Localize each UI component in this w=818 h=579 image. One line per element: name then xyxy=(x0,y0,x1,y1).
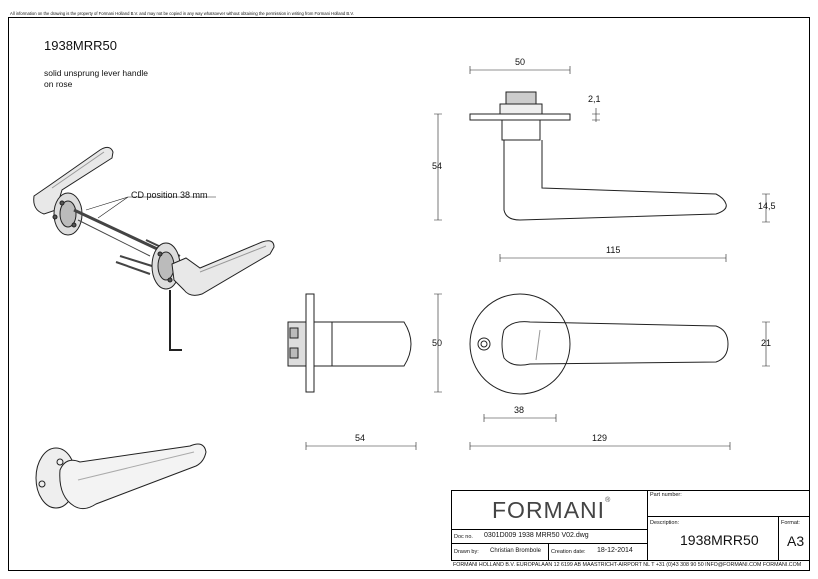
dim-height: 54 xyxy=(432,161,443,171)
dim-side-diameter: 50 xyxy=(432,338,443,348)
dim-rose-thickness: 2,1 xyxy=(588,94,601,104)
part-number-label: Part number: xyxy=(650,492,682,498)
dim-lever-length: 115 xyxy=(606,245,621,255)
exploded-isometric-view xyxy=(33,146,275,351)
creation-date-cell: Creation date: 18-12-2014 xyxy=(548,543,648,561)
drawn-by-label: Drawn by: xyxy=(454,549,479,555)
description-cell: Description: 1938MRR50 xyxy=(647,516,779,561)
doc-no-value: 0301D009 1938 MRR50 V02.dwg xyxy=(484,532,589,539)
dim-top-width: 50 xyxy=(515,57,526,67)
brand-cell: FORMANI® xyxy=(451,490,648,530)
dim-front-total: 129 xyxy=(592,433,608,443)
perspective-render xyxy=(35,443,207,510)
description-line-1: solid unsprung lever handle xyxy=(44,68,148,78)
description-line-2: on rose xyxy=(44,79,73,89)
doc-no-label: Doc no. xyxy=(454,534,473,540)
description-label: Description: xyxy=(650,520,680,526)
disclaimer-text: All information on the drawing is the pr… xyxy=(10,11,354,16)
drawing-frame xyxy=(8,17,810,571)
format-value: A3 xyxy=(787,533,805,549)
company-footer: FORMANI HOLLAND B.V. EUROPALAAN 12 6199 … xyxy=(453,562,802,568)
cd-position-label: CD position 38 mm xyxy=(131,190,208,200)
front-view xyxy=(469,293,770,450)
product-description: solid unsprung lever handle on rose xyxy=(44,68,148,90)
title-block: FORMANI® Part number: Description: 1938M… xyxy=(451,490,810,571)
format-label: Format: xyxy=(781,520,800,526)
side-view xyxy=(287,293,442,450)
part-number-cell: Part number: xyxy=(647,490,810,517)
dim-front-lever-width: 21 xyxy=(761,338,772,348)
dim-front-cd: 38 xyxy=(514,405,525,415)
creation-date-label: Creation date: xyxy=(551,549,586,555)
dim-lever-thickness: 14,5 xyxy=(758,201,776,211)
format-cell: Format: A3 xyxy=(778,516,810,561)
drawn-by-cell: Drawn by: Christian Brombole xyxy=(451,543,549,561)
brand-logo: FORMANI® xyxy=(492,497,612,523)
drawn-by-value: Christian Brombole xyxy=(490,548,542,554)
page-title: 1938MRR50 xyxy=(44,38,117,53)
dim-side-projection: 54 xyxy=(355,433,366,443)
creation-date-value: 18-12-2014 xyxy=(597,547,633,554)
doc-no-cell: Doc no. 0301D009 1938 MRR50 V02.dwg xyxy=(451,529,648,544)
description-value: 1938MRR50 xyxy=(680,532,759,548)
top-view xyxy=(434,66,770,262)
